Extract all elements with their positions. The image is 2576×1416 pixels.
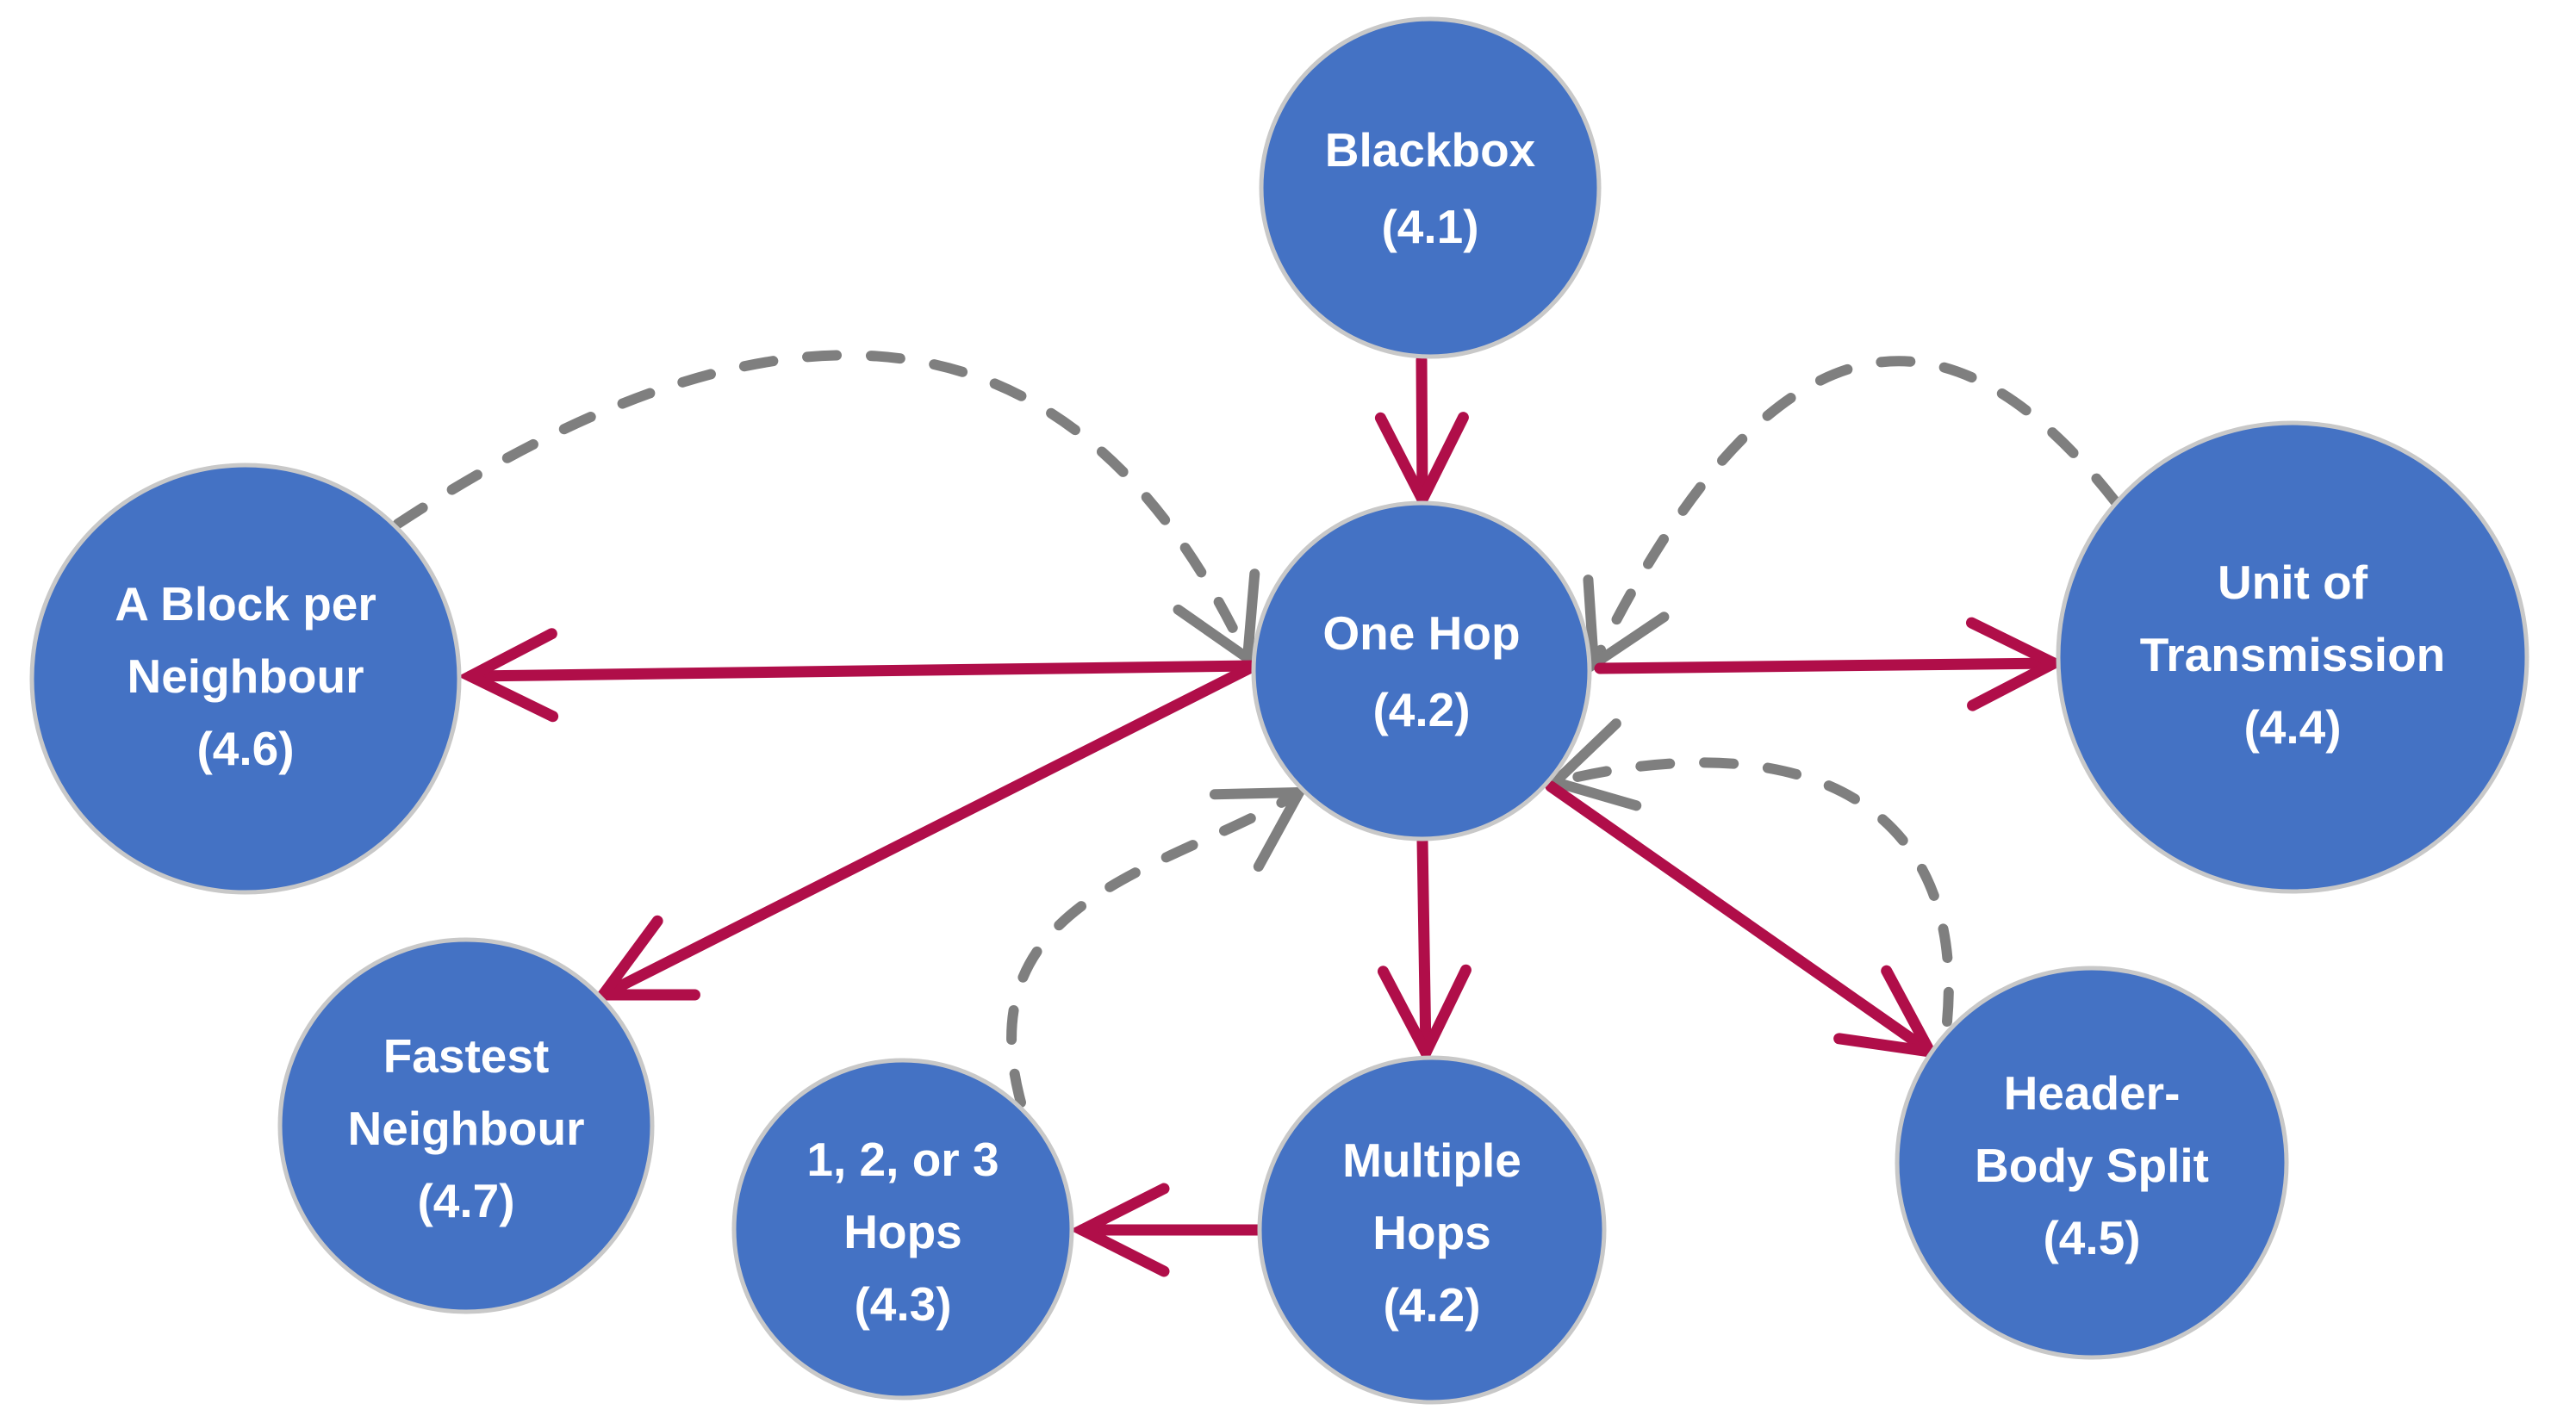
node-unit-of-transmission-label-line-3: (4.4) [2243, 700, 2341, 754]
arrow-one-hop-to-a-block-per-neighbour [457, 628, 1260, 723]
node-one-two-or-three-hops-label-line-2: Hops [843, 1205, 962, 1258]
node-one-hop-label-line-2: (4.2) [1372, 683, 1470, 736]
node-a-block-per-neighbour: A Block per Neighbour (4.6) [29, 463, 462, 895]
node-header-body-split: Header- Body Split (4.5) [1895, 966, 2289, 1360]
arrow-one-hop-to-fastest-neighbour [592, 660, 1260, 1001]
node-a-block-per-neighbour-label-line-3: (4.6) [196, 722, 294, 775]
node-a-block-per-neighbour-label-line-2: Neighbour [128, 649, 364, 703]
node-a-block-per-neighbour-label-line-1: A Block per [115, 577, 376, 630]
node-fastest-neighbour-label-line-1: Fastest [383, 1029, 550, 1083]
node-header-body-split-label-line-1: Header- [2004, 1066, 2181, 1120]
node-header-body-split-label-line-3: (4.5) [2043, 1211, 2140, 1264]
arrow-one-hop-to-unit-of-transmission [1594, 617, 2067, 711]
node-fastest-neighbour-circle [277, 937, 655, 1314]
arc-one-two-or-three-hops-to-one-hop [1006, 786, 1309, 1108]
node-multiple-hops-label-line-3: (4.2) [1383, 1278, 1480, 1332]
node-one-two-or-three-hops-circle [731, 1058, 1074, 1400]
node-blackbox-circle [1259, 16, 1602, 359]
node-blackbox-label-line-2: (4.1) [1381, 200, 1478, 253]
arrow-one-hop-to-multiple-hops [1377, 835, 1472, 1065]
node-blackbox: Blackbox (4.1) [1259, 16, 1602, 359]
node-unit-of-transmission: Unit of Transmission (4.4) [2056, 420, 2529, 894]
dashed-edges [393, 350, 2120, 1108]
node-multiple-hops-circle [1257, 1055, 1607, 1405]
node-fastest-neighbour-label-line-3: (4.7) [417, 1174, 514, 1227]
node-unit-of-transmission-label-line-2: Transmission [2140, 628, 2446, 681]
node-unit-of-transmission-circle [2056, 420, 2529, 894]
node-one-hop-label-line-1: One Hop [1322, 606, 1520, 660]
node-multiple-hops: Multiple Hops (4.2) [1257, 1055, 1607, 1405]
solid-edges [457, 354, 2067, 1277]
node-multiple-hops-label-line-1: Multiple [1342, 1133, 1521, 1187]
node-one-two-or-three-hops: 1, 2, or 3 Hops (4.3) [731, 1058, 1074, 1400]
node-fastest-neighbour-label-line-2: Neighbour [348, 1102, 585, 1155]
node-one-two-or-three-hops-label-line-3: (4.3) [854, 1277, 951, 1331]
node-blackbox-label-line-1: Blackbox [1325, 123, 1536, 177]
arrow-one-hop-to-header-body-split [1545, 780, 1940, 1059]
node-header-body-split-label-line-2: Body Split [1975, 1139, 2209, 1192]
node-header-body-split-circle [1895, 966, 2289, 1360]
node-fastest-neighbour: Fastest Neighbour (4.7) [277, 937, 655, 1314]
arc-unit-of-transmission-to-one-hop [1583, 356, 2120, 674]
node-multiple-hops-label-line-2: Hops [1372, 1206, 1491, 1259]
node-one-two-or-three-hops-label-line-1: 1, 2, or 3 [806, 1133, 999, 1186]
node-one-hop: One Hop (4.2) [1251, 500, 1592, 842]
arc-a-block-per-neighbour-to-one-hop [393, 350, 1260, 668]
arc-header-body-split-to-one-hop [1545, 718, 1954, 1027]
node-a-block-per-neighbour-circle [29, 463, 462, 895]
node-one-hop-circle [1251, 500, 1592, 842]
node-unit-of-transmission-label-line-1: Unit of [2218, 556, 2368, 609]
